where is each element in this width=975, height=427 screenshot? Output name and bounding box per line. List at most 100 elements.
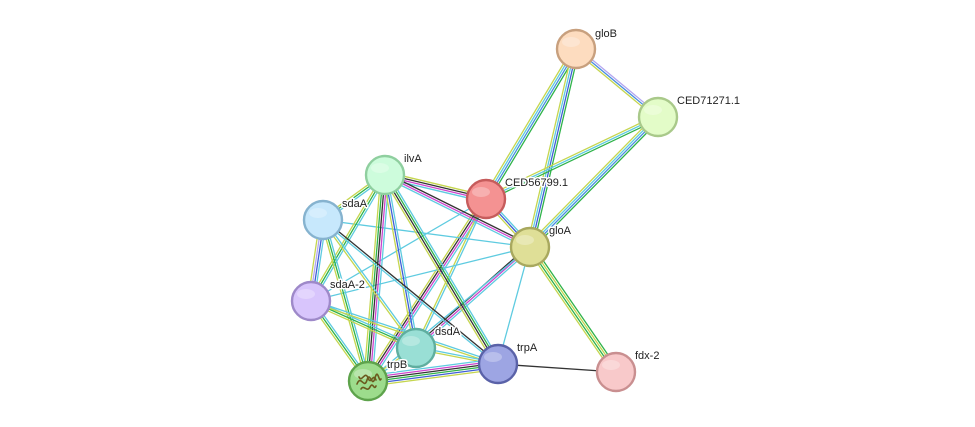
edge-strand-experiments <box>366 360 499 379</box>
edge-strand-neighborhood <box>531 244 620 371</box>
edge-strand-database <box>386 173 419 349</box>
node-label-ilvA: ilvA <box>404 153 422 165</box>
edge-ilvA-trpA[interactable] <box>381 172 502 367</box>
edge-strand-neighborhood <box>322 219 369 382</box>
node-label-fdx-2: fdx-2 <box>635 350 659 362</box>
node-label-CED56799.1: CED56799.1 <box>505 177 568 189</box>
node-circle[interactable] <box>302 199 344 241</box>
edge-CED56799.1-dsdA[interactable] <box>414 197 488 350</box>
edge-strand-experiments <box>384 174 531 248</box>
node-highlight <box>516 235 534 245</box>
edge-trpB-trpA[interactable] <box>366 358 500 387</box>
node-sdaA[interactable] <box>302 199 344 241</box>
edge-strand-textmining <box>482 46 574 199</box>
edge-gloA-trpA[interactable] <box>497 246 531 365</box>
edge-strand-coexpression <box>383 174 498 366</box>
edge-sdaA-dsdA[interactable] <box>321 218 418 350</box>
edge-strand-textmining <box>363 173 382 382</box>
edge-strand-textmining <box>414 197 486 349</box>
node-highlight <box>562 37 580 47</box>
edge-strand-database <box>369 200 490 384</box>
edge-gloB-gloA[interactable] <box>526 47 580 249</box>
edge-strand-coexpression <box>367 174 386 382</box>
node-ilvA[interactable] <box>364 154 406 196</box>
edge-strand-experiments <box>368 198 488 383</box>
node-gloB[interactable] <box>555 28 597 70</box>
node-highlight <box>602 360 620 370</box>
edge-gloA-trpB[interactable] <box>367 246 531 382</box>
edge-strand-textmining <box>381 175 496 367</box>
node-label-CED71271.1: CED71271.1 <box>677 95 740 107</box>
node-CED71271.1[interactable] <box>637 96 679 138</box>
edge-strand-textmining <box>382 174 415 350</box>
node-highlight <box>297 289 315 299</box>
edge-strand-neighborhood <box>528 246 616 374</box>
edge-gloA-fdx-2[interactable] <box>526 244 620 375</box>
structure-strand <box>356 373 382 390</box>
node-label-trpA: trpA <box>517 342 538 354</box>
edge-strand-database <box>324 218 371 382</box>
edge-CED56799.1-trpB[interactable] <box>364 196 490 384</box>
edge-strand-fusion <box>367 366 500 385</box>
edge-strand-database <box>323 218 418 349</box>
edge-gloB-CED56799.1[interactable] <box>482 46 580 202</box>
edge-sdaA-trpA[interactable] <box>321 218 500 366</box>
edge-ilvA-dsdA[interactable] <box>382 173 419 350</box>
edge-CED71271.1-gloA[interactable] <box>527 114 661 250</box>
node-circle[interactable] <box>509 226 551 268</box>
edge-strand-textmining <box>526 47 574 247</box>
edge-strand-neighborhood <box>531 118 661 250</box>
node-trpA[interactable] <box>477 343 519 385</box>
node-highlight <box>644 105 662 115</box>
edge-CED71271.1-CED56799.1[interactable] <box>484 114 660 202</box>
node-highlight <box>472 187 490 197</box>
node-highlight <box>371 163 389 173</box>
node-circle[interactable] <box>595 351 637 393</box>
node-label-sdaA: sdaA <box>342 198 368 210</box>
node-gloA[interactable] <box>509 226 551 268</box>
protein-structure-icon <box>356 373 382 390</box>
node-trpB[interactable] <box>347 360 389 402</box>
node-dsdA[interactable] <box>395 327 437 369</box>
edge-gloA-sdaA-2[interactable] <box>310 246 531 302</box>
edge-strand-neighborhood <box>532 49 580 249</box>
edge-strand-database <box>416 247 533 351</box>
node-label-sdaA-2: sdaA-2 <box>330 279 365 291</box>
node-circle[interactable] <box>465 178 507 220</box>
edge-ilvA-trpB[interactable] <box>363 173 390 383</box>
edge-strand-database <box>371 174 390 383</box>
edge-strand-fusion <box>384 174 417 349</box>
edge-strand-coexpression <box>323 218 500 364</box>
edge-strand-experiments <box>415 246 531 349</box>
edge-strand-cooccurrence <box>530 117 660 249</box>
node-highlight <box>309 208 327 218</box>
edge-strand-database <box>497 246 531 365</box>
node-circle[interactable] <box>637 96 679 138</box>
node-highlight <box>402 336 420 346</box>
node-circle[interactable] <box>555 28 597 70</box>
edge-strand-textmining <box>484 114 658 198</box>
node-circle[interactable] <box>395 327 437 369</box>
edge-strand-database <box>367 246 531 382</box>
node-fdx-2[interactable] <box>595 351 637 393</box>
node-circle[interactable] <box>290 280 332 322</box>
edge-strand-database <box>416 198 488 350</box>
node-label-gloA: gloA <box>549 225 572 237</box>
edge-strand-cooccurrence <box>486 48 578 201</box>
edge-strand-fusion <box>530 48 578 248</box>
edge-strand-textmining <box>527 114 657 246</box>
node-CED56799.1[interactable] <box>465 178 507 220</box>
node-circle[interactable] <box>364 154 406 196</box>
edge-strand-database <box>312 175 388 303</box>
edge-gloA-ilvA[interactable] <box>383 172 532 250</box>
node-circle[interactable] <box>347 360 389 402</box>
edge-gloA-sdaA[interactable] <box>322 219 531 248</box>
edge-strand-textmining <box>321 219 416 350</box>
node-sdaA-2[interactable] <box>290 280 332 322</box>
node-label-dsdA: dsdA <box>435 326 461 338</box>
edge-sdaA-trpB[interactable] <box>320 218 371 383</box>
edge-strand-coexpression <box>367 362 499 381</box>
node-circle[interactable] <box>477 343 519 385</box>
protein-labels: gloBCED71271.1ilvACED56799.1sdaAgloAsdaA… <box>329 27 742 373</box>
edge-strand-database <box>383 176 530 250</box>
